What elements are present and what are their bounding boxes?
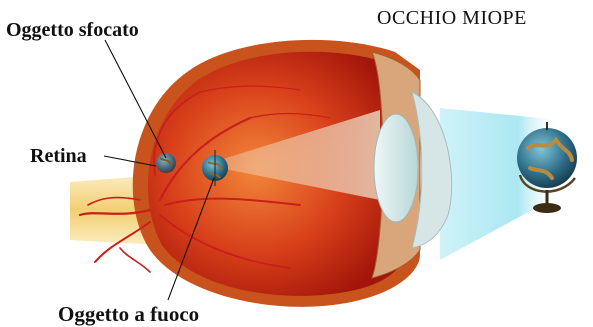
diagram-title: OCCHIO MIOPE (377, 8, 527, 28)
focused-object-label: Oggetto a fuoco (58, 304, 199, 325)
blurred-object-label: Oggetto sfocato (6, 20, 139, 40)
lens (374, 114, 418, 222)
blurred-object-globe (156, 153, 176, 173)
retina-label: Retina (30, 146, 87, 166)
